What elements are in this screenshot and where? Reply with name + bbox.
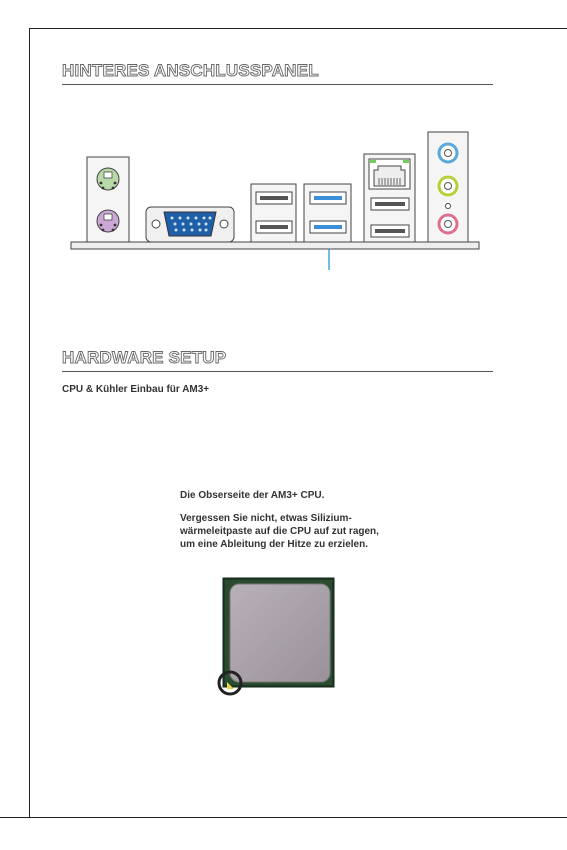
audio-jacks (428, 132, 468, 242)
usb3-ports (304, 184, 351, 242)
ps2-mouse-port (97, 168, 119, 190)
lan-usb-ports (364, 154, 415, 242)
cpu-pin1-marker-circle (219, 672, 241, 694)
section-title-hardware-setup: HARDWARE SETUP (62, 348, 226, 368)
section-rule-hardware-setup (62, 371, 493, 372)
cpu-substrate (223, 578, 334, 687)
ps2-keyboard-port (97, 210, 119, 232)
usb2-ports-left (251, 184, 296, 242)
rear-panel-illustration (0, 0, 567, 300)
page-frame-bottom (0, 817, 567, 818)
cpu-heat-spreader (230, 584, 330, 682)
cpu-caption: Die Obserseite der AM3+ CPU. (180, 489, 380, 502)
vga-port (146, 207, 234, 242)
cpu-thermal-paste-note: Vergessen Sie nicht, etwas Silizium-wärm… (180, 512, 380, 551)
cpu-pin1-triangle (227, 682, 234, 689)
panel-base (71, 242, 479, 249)
subsection-title-cpu-cooler: CPU & Kühler Einbau für AM3+ (62, 384, 209, 395)
ps2-ports (87, 157, 129, 242)
